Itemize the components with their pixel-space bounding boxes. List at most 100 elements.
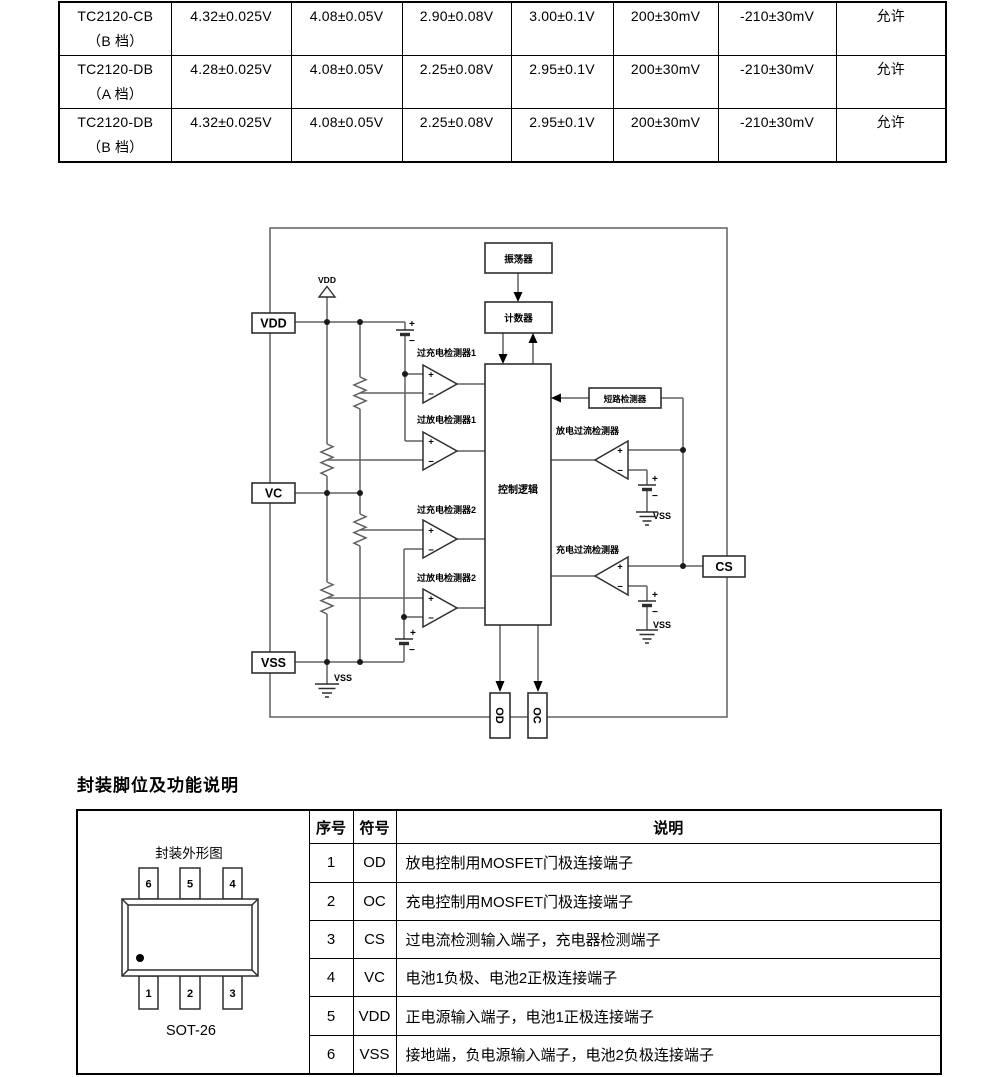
pin-number: 2: [308, 881, 354, 921]
svg-text:−: −: [428, 457, 434, 468]
part-number: TC2120-DB: [77, 114, 154, 130]
package-drawing-title: 封装外形图: [155, 846, 223, 861]
pin-symbol: VDD: [352, 996, 397, 1036]
part-grade: （B 档）: [87, 139, 144, 155]
svg-text:+: +: [428, 526, 434, 537]
svg-text:2: 2: [187, 988, 193, 1000]
pin-row: 6 VSS 接地端，负电源输入端子，电池2负极连接端子: [77, 1034, 942, 1075]
overcharge2-label: 过充电检测器2: [417, 504, 476, 515]
pin-symbol: CS: [352, 919, 397, 960]
pin-number: 4: [308, 958, 354, 998]
pin1-marker-icon: [136, 954, 144, 962]
wires: [295, 273, 703, 684]
oc-pin-box: [527, 692, 548, 739]
part-number: TC2120-DB: [77, 61, 154, 77]
svg-text:+: +: [428, 594, 434, 605]
pin-description: 正电源输入端子，电池1正极连接端子: [395, 996, 942, 1036]
package-pins: [138, 867, 243, 1010]
control-logic-label: 控制逻辑: [498, 483, 538, 496]
spec-value-cell: 4.08±0.05V: [290, 108, 403, 163]
spec-row: TC2120-DB （A 档） 4.28±0.025V 4.08±0.05V 2…: [58, 55, 947, 109]
short-detector-block: [588, 387, 662, 409]
pin-number: 1: [308, 843, 354, 883]
svg-text:−: −: [652, 491, 658, 502]
vss-net-label: VSS: [334, 673, 352, 683]
comparator-polarity: + − + − + − + − + − + −: [428, 370, 623, 625]
pinout-heading: 封装脚位及功能说明: [77, 776, 239, 795]
spec-value-cell: 2.95±0.1V: [510, 108, 614, 163]
spec-value-cell: 4.08±0.05V: [290, 1, 403, 56]
pin-row: 1 OD 放电控制用MOSFET门极连接端子: [77, 843, 942, 883]
svg-text:−: −: [428, 545, 434, 556]
short-detector-label: 短路检测器: [604, 394, 647, 404]
pin-row: 4 VC 电池1负极、电池2正极连接端子: [77, 958, 942, 998]
package-name: SOT-26: [166, 1023, 216, 1039]
pin-row: 2 OC 充电控制用MOSFET门极连接端子: [77, 881, 942, 921]
package-drawing-cell: 封装外形图 6 5 4 1: [76, 809, 310, 1075]
svg-text:+: +: [428, 370, 434, 381]
pin-description: 充电控制用MOSFET门极连接端子: [395, 881, 942, 921]
vc-pin-box: [251, 482, 296, 504]
part-number-cell: TC2120-DB （B 档）: [58, 108, 172, 163]
pin-symbol: VSS: [352, 1034, 397, 1075]
spec-value-cell: 4.32±0.025V: [170, 1, 292, 56]
package-drawing: 封装外形图 6 5 4 1: [121, 846, 259, 1039]
part-grade: （A 档）: [87, 86, 143, 102]
svg-text:−: −: [428, 613, 434, 624]
svg-text:4: 4: [229, 879, 236, 891]
svg-text:−: −: [652, 607, 658, 618]
overdischarge2-label: 过放电检测器2: [417, 572, 476, 583]
spec-value-cell: 200±30mV: [612, 1, 719, 56]
junction-dots: [324, 319, 686, 665]
spec-value-cell: 200±30mV: [612, 108, 719, 163]
pinout-header-row: 封装外形图 6 5 4 1: [76, 809, 942, 1075]
spec-value-cell: -210±30mV: [717, 55, 837, 109]
svg-text:−: −: [409, 336, 415, 347]
pin-description: 过电流检测输入端子，充电器检测端子: [395, 919, 942, 960]
svg-text:3: 3: [229, 988, 235, 1000]
part-number-cell: TC2120-CB （B 档）: [58, 1, 172, 56]
spec-value-cell: 4.08±0.05V: [290, 55, 403, 109]
oscillator-block: [484, 242, 553, 274]
spec-row: TC2120-DB （B 档） 4.32±0.025V 4.08±0.05V 2…: [58, 108, 947, 163]
vdd-rail-label: VDD: [318, 275, 336, 285]
svg-text:+: +: [652, 590, 658, 601]
charge-oc-label: 充电过流检测器: [556, 544, 620, 555]
spec-value-cell: 2.25±0.08V: [401, 108, 512, 163]
part-number-cell: TC2120-DB （A 档）: [58, 55, 172, 109]
pinout-table: 封装外形图 6 5 4 1: [76, 809, 942, 1075]
svg-text:+: +: [410, 628, 416, 639]
spec-value-cell: 2.25±0.08V: [401, 55, 512, 109]
svg-text:−: −: [428, 389, 434, 400]
svg-text:−: −: [617, 582, 623, 593]
battery-icon: [395, 329, 656, 646]
svg-text:+: +: [409, 319, 415, 330]
vss-pin-label: VSS: [261, 656, 286, 670]
pin-description: 接地端，负电源输入端子，电池2负极连接端子: [395, 1034, 942, 1075]
counter-label: 计数器: [504, 313, 533, 325]
part-grade: （B 档）: [87, 33, 144, 49]
pin-symbol: VC: [352, 958, 397, 998]
overcharge1-label: 过充电检测器1: [417, 347, 476, 358]
spec-table: TC2120-CB （B 档） 4.32±0.025V 4.08±0.05V 2…: [58, 1, 947, 163]
svg-text:−: −: [617, 466, 623, 477]
svg-text:1: 1: [145, 988, 151, 1000]
pin-description: 放电控制用MOSFET门极连接端子: [395, 843, 942, 883]
pin-description: 电池1负极、电池2正极连接端子: [395, 958, 942, 998]
description-col-header: 说明: [395, 809, 942, 845]
spec-value-cell: 2.95±0.1V: [510, 55, 614, 109]
pin-row: 3 CS 过电流检测输入端子，充电器检测端子: [77, 919, 942, 960]
pin-number: 5: [308, 996, 354, 1036]
pin-symbol: OC: [352, 881, 397, 921]
vdd-rail-icon: [317, 285, 337, 298]
package-pin-numbers: 6 5 4 1 2 3: [145, 879, 236, 1001]
spec-value-cell: 3.00±0.1V: [510, 1, 614, 56]
svg-text:+: +: [617, 562, 623, 573]
ground-icon: [315, 511, 658, 698]
svg-text:+: +: [617, 446, 623, 457]
pin-symbol: OD: [352, 843, 397, 883]
svg-text:5: 5: [187, 879, 193, 891]
spec-value-cell: 允许: [835, 108, 947, 163]
svg-text:+: +: [428, 437, 434, 448]
counter-block: [484, 301, 553, 334]
